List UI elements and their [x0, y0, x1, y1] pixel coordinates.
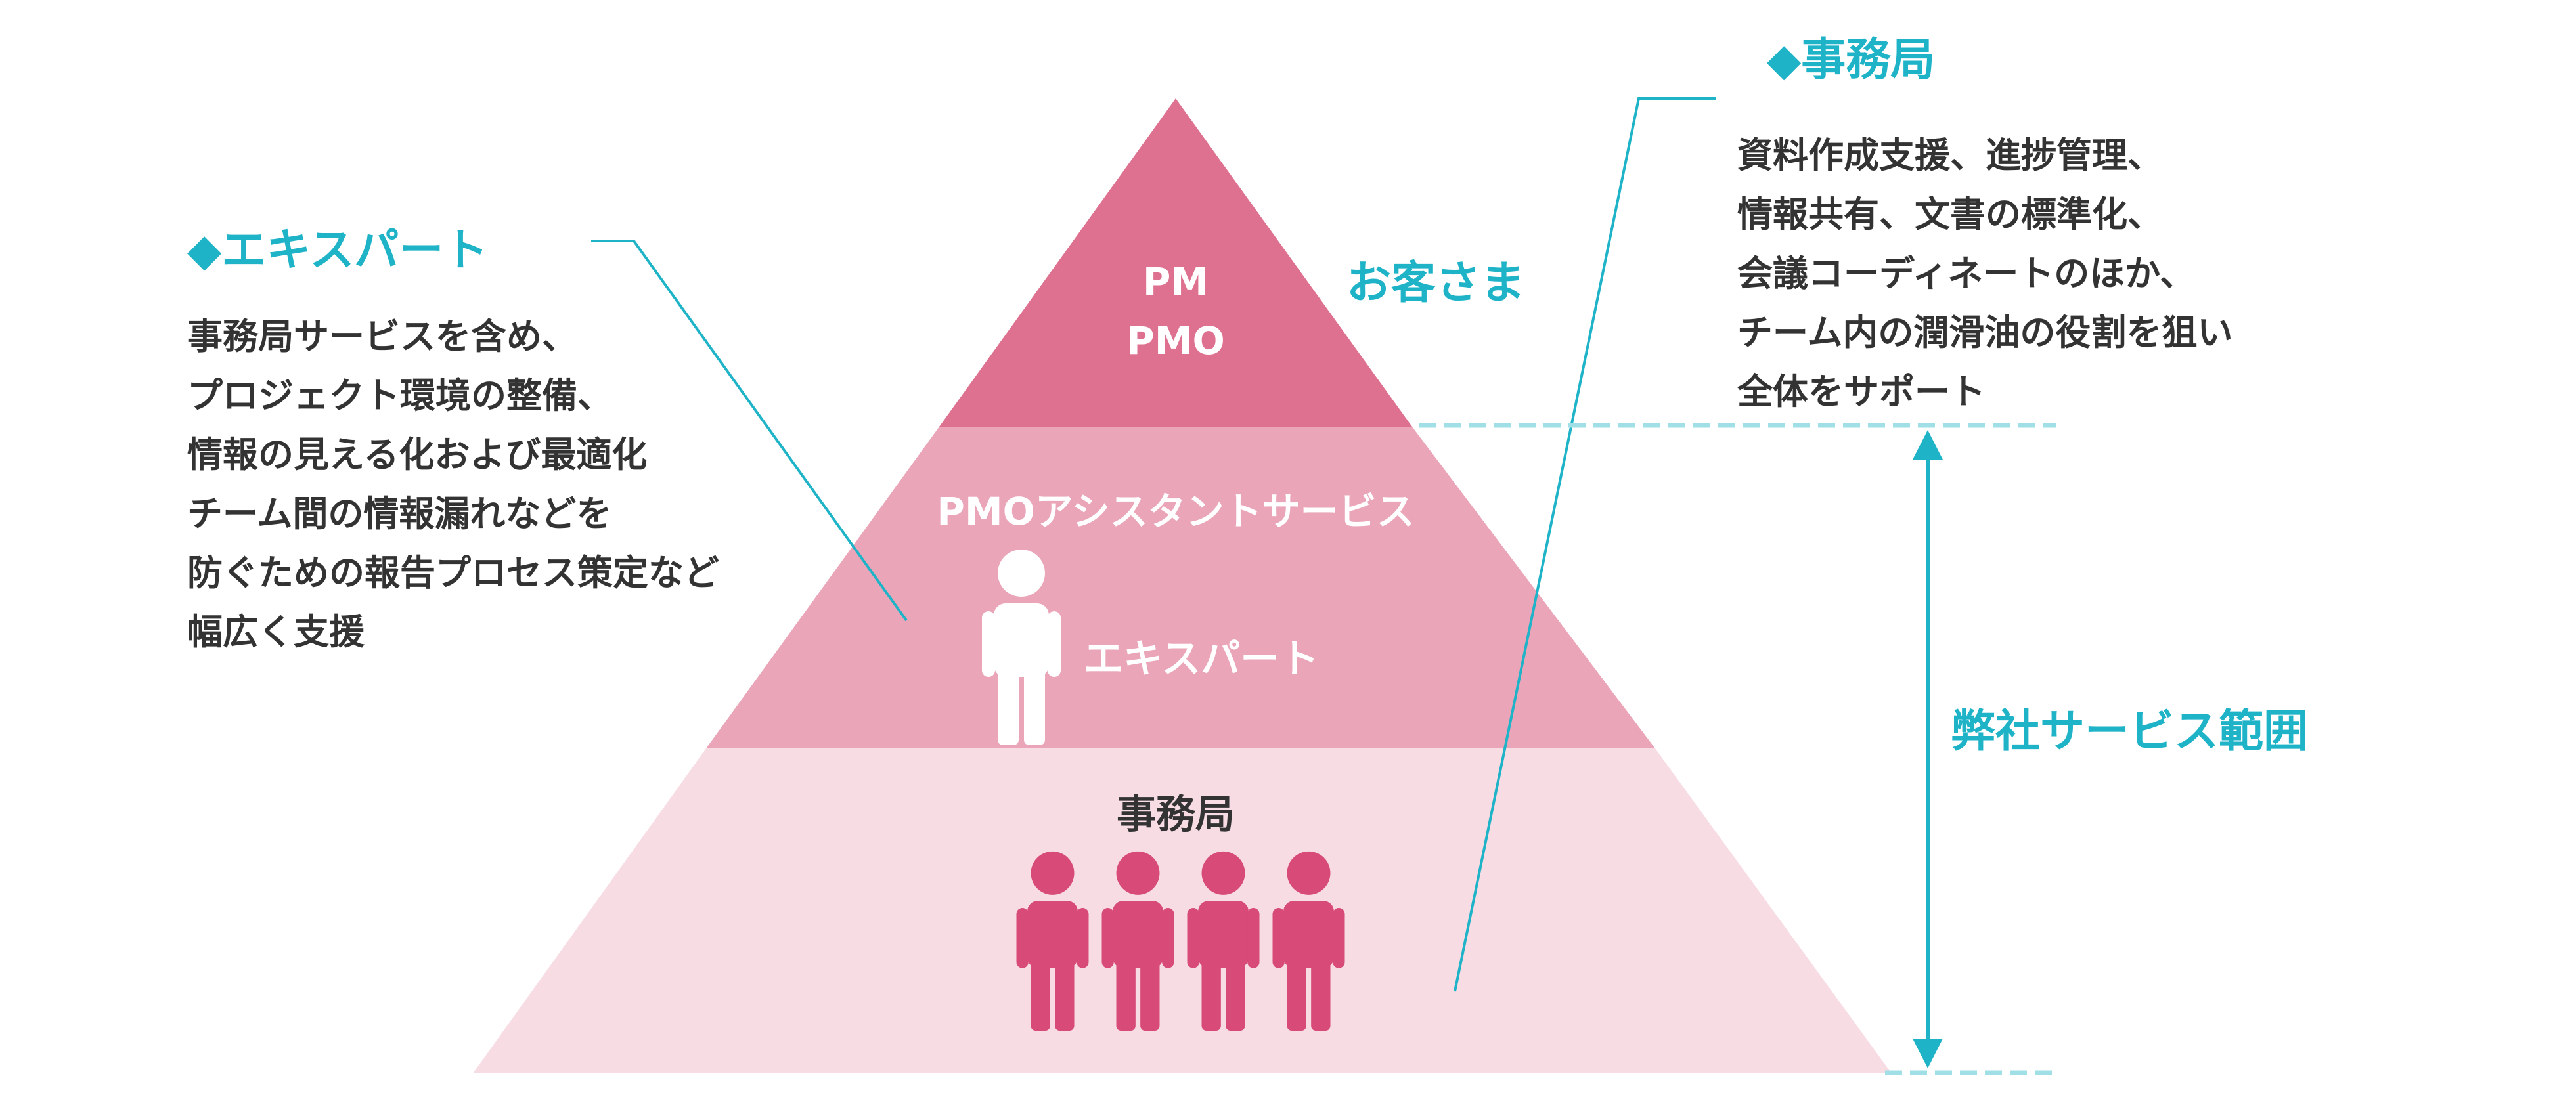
- middle-tier-title: PMOアシスタントサービス: [937, 489, 1415, 534]
- secretariat-line: 会議コーディネートのほか、: [1737, 253, 2196, 294]
- secretariat-line: 情報共有、文書の標準化、: [1737, 194, 2163, 235]
- pyramid-middle-tier: [706, 427, 1655, 748]
- pyramid-top-tier: [939, 98, 1412, 427]
- customer-label: お客さま: [1346, 257, 1526, 309]
- expert-line: プロジェクト環境の整備、: [187, 375, 613, 416]
- expert-leader-line: [591, 240, 908, 622]
- secretariat-line: チーム内の潤滑油の役割を狙い: [1737, 312, 2233, 353]
- scope-arrow: [1913, 430, 1943, 1068]
- top-tier-label-pm: PM: [1142, 259, 1209, 304]
- secretariat-description: 資料作成支援、進捗管理、 情報共有、文書の標準化、 会議コーディネートのほか、 …: [1737, 126, 2232, 421]
- secretariat-heading: ◆事務局: [1767, 34, 1936, 86]
- secretariat-line: 資料作成支援、進捗管理、: [1737, 135, 2163, 176]
- pyramid-bottom-tier: [473, 748, 1892, 1073]
- expert-line: 幅広く支援: [187, 611, 365, 653]
- middle-tier-person-label: エキスパート: [1084, 636, 1320, 682]
- expert-line: 防ぐための報告プロセス策定など: [187, 552, 719, 594]
- secretariat-leader-line: [1454, 97, 1716, 992]
- expert-line: 情報の見える化および最適化: [187, 434, 648, 475]
- service-scope-label: 弊社サービス範囲: [1951, 706, 2309, 758]
- expert-heading: ◆エキスパート: [187, 225, 489, 276]
- expert-description: 事務局サービスを含め、 プロジェクト環境の整備、 情報の見える化および最適化 チ…: [187, 307, 719, 662]
- bottom-tier-title: 事務局: [1117, 792, 1235, 838]
- expert-line: チーム間の情報漏れなどを: [187, 493, 612, 534]
- top-tier-label-pmo: PMO: [1126, 318, 1225, 363]
- expert-line: 事務局サービスを含め、: [187, 316, 577, 357]
- secretariat-line: 全体をサポート: [1737, 371, 1986, 412]
